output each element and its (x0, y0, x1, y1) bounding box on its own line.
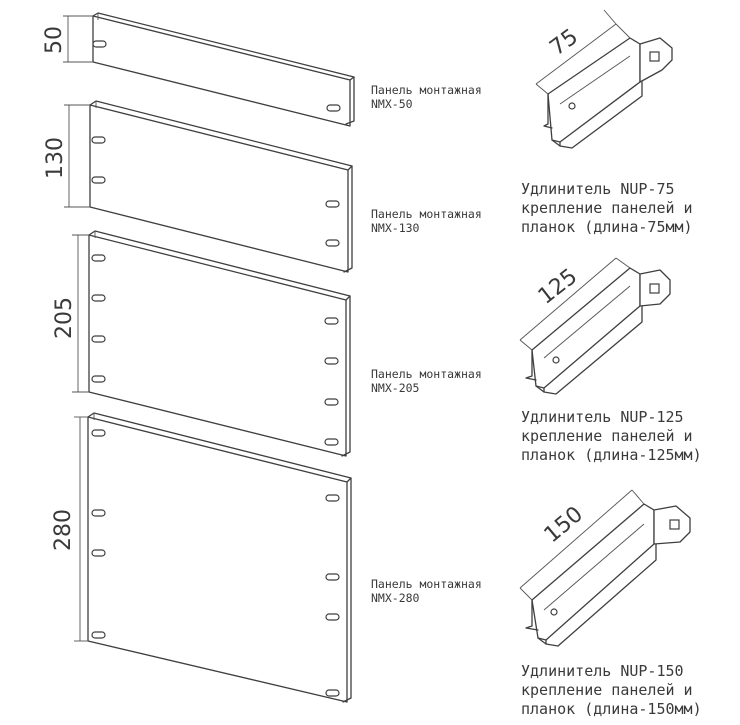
mount-slot (325, 613, 340, 621)
panel-nmx-50: 50 (42, 12, 355, 127)
mount-slot (91, 375, 106, 383)
extender-125-title: Удлинитель NUP-125 (521, 408, 684, 426)
panel-50-dimension: 50 (42, 26, 67, 54)
panel-130-dimension: 130 (43, 137, 68, 179)
mount-hole (649, 51, 660, 62)
mount-slot (91, 176, 106, 184)
extender-nup-150: 150 (519, 489, 691, 647)
mount-slot (325, 573, 340, 581)
mount-hole (552, 356, 560, 364)
mount-hole (568, 102, 576, 110)
panel-nmx-280: 280 (51, 412, 352, 703)
mount-slot (324, 357, 339, 365)
panel-280-dimension: 280 (51, 509, 76, 551)
mount-slot (325, 200, 340, 208)
mount-slot (91, 335, 106, 343)
mount-slot (91, 294, 106, 302)
mount-slot (326, 104, 341, 112)
panel-130-label: Панель монтажная NMX-130 (371, 207, 482, 236)
mount-slot (91, 136, 106, 144)
panel-50-label-line2: NMX-50 (371, 96, 413, 111)
panel-280-label-line2: NMX-280 (371, 590, 420, 605)
panel-280-label: Панель монтажная NMX-280 (371, 577, 482, 606)
extender-125-line3: планок (длина-125мм) (521, 445, 702, 464)
mount-slot (324, 317, 339, 325)
extender-nup-75: 75 (535, 9, 673, 149)
panel-130-label-line1: Панель монтажная (371, 207, 482, 221)
panel-50-label: Панель монтажная NMX-50 (371, 83, 482, 112)
mount-hole (550, 608, 558, 616)
mount-slot (324, 438, 339, 446)
panel-nmx-205: 205 (52, 230, 351, 457)
panel-205-label: Панель монтажная NMX-205 (371, 367, 482, 396)
panel-205-dimension: 205 (52, 297, 77, 339)
mount-slot (91, 429, 106, 437)
mount-slot (91, 631, 106, 639)
mount-slot (325, 689, 340, 697)
mount-slot (325, 239, 340, 247)
mount-slot (92, 40, 107, 48)
extender-75-line3: планок (длина-75мм) (521, 217, 693, 236)
extender-125-line2: крепление панелей и (521, 426, 693, 445)
extender-150-line2: крепление панелей и (521, 680, 693, 699)
extender-75-line2: крепление панелей и (521, 198, 693, 217)
extender-nup-125: 125 (519, 257, 671, 395)
extender-150-label: Удлинитель NUP-150 крепление панелей и п… (521, 662, 702, 718)
panel-205-label-line1: Панель монтажная (371, 367, 482, 381)
mount-hole (649, 283, 660, 294)
panel-nmx-130: 130 (43, 100, 353, 273)
extender-150-title: Удлинитель NUP-150 (521, 662, 684, 680)
extender-150-dimension: 150 (540, 502, 588, 548)
panel-50-label-line1: Панель монтажная (371, 83, 482, 97)
panel-280-label-line1: Панель монтажная (371, 577, 482, 591)
extender-75-label: Удлинитель NUP-75 крепление панелей и пл… (521, 180, 693, 236)
panel-205-label-line2: NMX-205 (371, 380, 420, 395)
mount-hole (669, 519, 680, 530)
mount-slot (91, 549, 106, 557)
mount-slot (91, 254, 106, 262)
mount-slot (324, 398, 339, 406)
extender-150-line3: планок (длина-150мм) (521, 699, 702, 718)
extender-125-label: Удлинитель NUP-125 крепление панелей и п… (521, 408, 702, 464)
mount-slot (325, 494, 340, 502)
mount-slot (91, 509, 106, 517)
extender-75-title: Удлинитель NUP-75 (521, 180, 675, 198)
panel-130-label-line2: NMX-130 (371, 220, 420, 235)
extender-75-dimension: 75 (546, 24, 583, 61)
extender-125-dimension: 125 (534, 264, 582, 310)
